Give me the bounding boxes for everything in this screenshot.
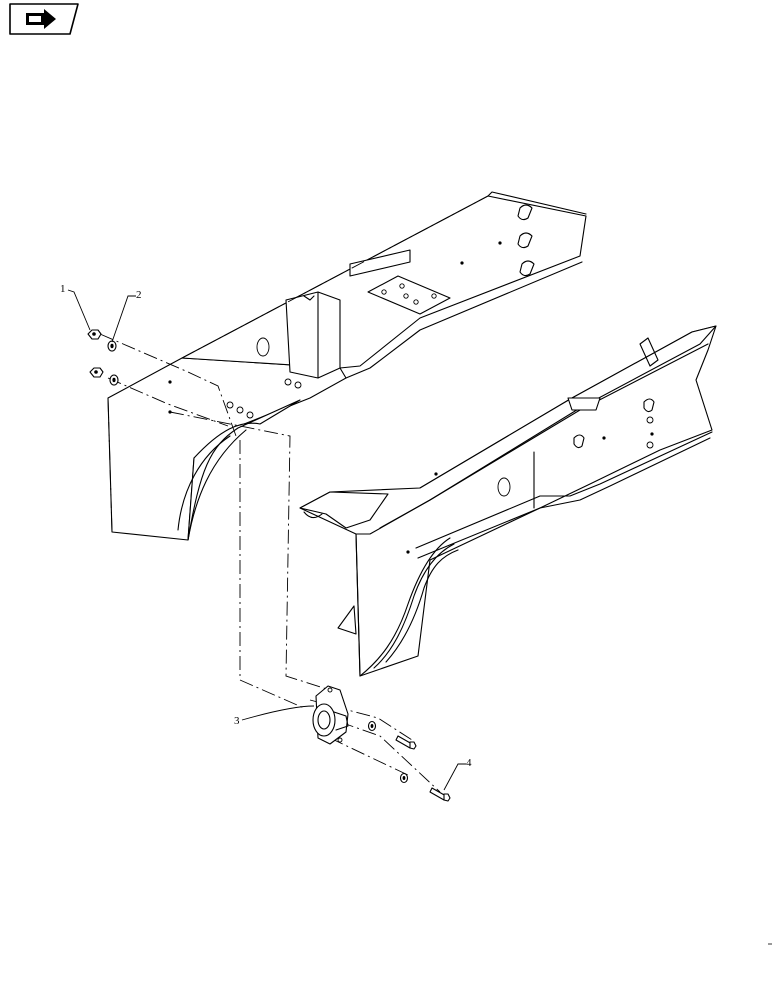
callout-1: 3 — [234, 705, 315, 727]
callout-label: 4 — [466, 757, 472, 769]
callout-4: 1 — [60, 283, 91, 331]
callout-label: 1 — [60, 283, 66, 295]
nut-lower-icon[interactable] — [89, 367, 104, 378]
nut-icon[interactable] — [87, 329, 102, 340]
callout-label: 3 — [234, 715, 240, 727]
callout-2: 2 — [111, 289, 142, 343]
callout-3: 4 — [443, 757, 472, 791]
assembly-alignment-lines — [99, 195, 489, 793]
bolt-icon[interactable] — [429, 787, 451, 802]
bearing-housing-icon[interactable] — [312, 685, 349, 745]
right-frame-rail — [299, 325, 717, 677]
next-page-arrow-icon — [26, 9, 56, 29]
washer-lower-icon[interactable] — [109, 374, 119, 386]
callout-label: 2 — [136, 289, 142, 301]
washer-bottom-icon[interactable] — [399, 772, 409, 784]
washer-icon[interactable] — [107, 340, 117, 352]
bolt-mid-icon[interactable] — [395, 735, 417, 750]
washer-mid-icon[interactable] — [367, 720, 377, 732]
left-frame-rail — [107, 191, 587, 541]
next-page-button[interactable] — [9, 3, 79, 35]
